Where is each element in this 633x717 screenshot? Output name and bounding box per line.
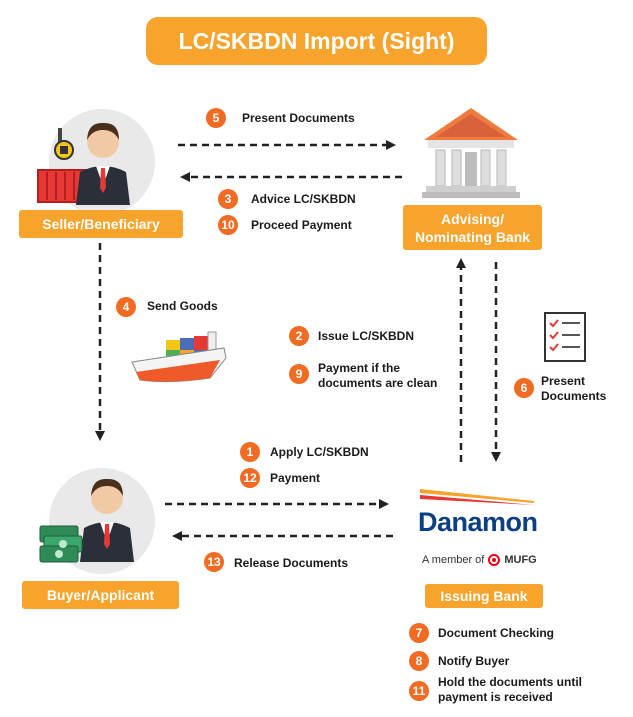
page-title: LC/SKBDN Import (Sight)	[146, 17, 487, 65]
step-13-text: Release Documents	[234, 556, 349, 570]
step-6-badge: 6	[514, 378, 534, 398]
step-12-badge: 12	[240, 468, 260, 488]
seller-icon	[37, 122, 130, 205]
step-4-text: Send Goods	[147, 299, 218, 313]
step-13-badge: 13	[204, 552, 224, 572]
step-7-text: Document Checking	[438, 626, 555, 640]
step-11-text: Hold the documents until payment is rece…	[438, 675, 582, 704]
step-1-text: Apply LC/SKBDN	[270, 445, 369, 459]
step-6-text: Present Documents	[541, 374, 607, 403]
checklist-icon	[544, 312, 586, 362]
money-icon	[39, 525, 83, 563]
step-10-text: Proceed Payment	[251, 218, 352, 232]
step-8-text: Notify Buyer	[438, 654, 510, 668]
step-1-badge: 1	[240, 442, 260, 462]
step-8-badge: 8	[409, 651, 429, 671]
cargo-ship-icon	[131, 331, 227, 383]
bank-icon	[422, 108, 520, 198]
step-5-text: Present Documents	[242, 111, 355, 125]
step-3-text: Advice LC/SKBDN	[251, 192, 356, 206]
step-10-badge: 10	[218, 215, 238, 235]
danamon-logo-mark	[420, 489, 534, 505]
step-3-badge: 3	[218, 189, 238, 209]
mufg-member-line: A member of MUFG	[422, 554, 537, 566]
issuing-bank-label: Issuing Bank	[425, 584, 543, 608]
advising-bank-label: Advising/ Nominating Bank	[403, 205, 542, 250]
step-4-badge: 4	[116, 297, 136, 317]
buyer-label: Buyer/Applicant	[22, 581, 179, 609]
step-5-badge: 5	[206, 108, 226, 128]
step-2-text: Issue LC/SKBDN	[318, 329, 415, 343]
step-7-badge: 7	[409, 623, 429, 643]
step-12-text: Payment	[270, 471, 321, 485]
buyer-icon	[39, 478, 134, 563]
step-9-text: Payment if the documents are clean	[318, 361, 438, 390]
danamon-logo-text: Danamon	[418, 507, 538, 537]
step-9-badge: 9	[289, 364, 309, 384]
step-11-badge: 11	[409, 681, 429, 701]
step-2-badge: 2	[289, 326, 309, 346]
mufg-logo-icon	[488, 554, 501, 566]
seller-label: Seller/Beneficiary	[19, 210, 183, 238]
